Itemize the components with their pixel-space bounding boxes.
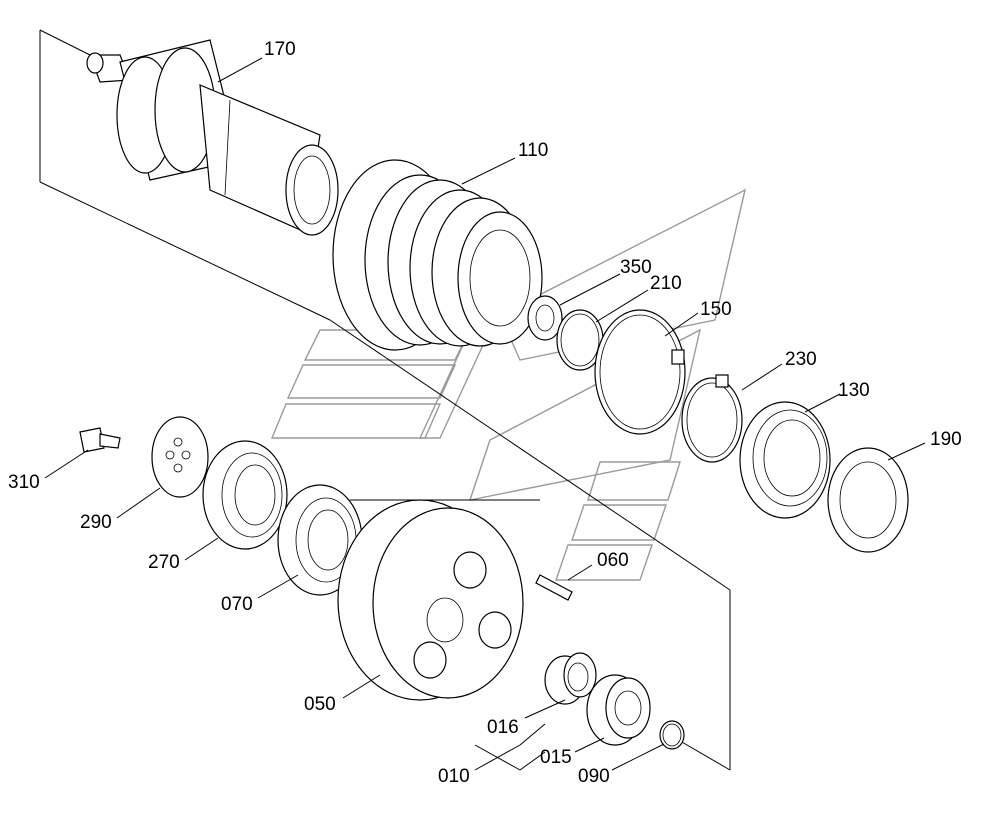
part-050-gear-carrier xyxy=(337,499,524,701)
part-170-splined-shaft xyxy=(86,39,339,236)
label-110: 110 xyxy=(518,140,548,161)
part-070-bearing xyxy=(277,484,363,596)
part-350-washer xyxy=(527,295,563,341)
part-016-needle-bearing xyxy=(544,652,597,705)
part-190-shim xyxy=(827,447,909,553)
label-016: 016 xyxy=(487,717,519,738)
label-190: 190 xyxy=(930,429,962,450)
label-050: 050 xyxy=(304,694,336,715)
label-150: 150 xyxy=(700,299,732,320)
assembly-frame-lines xyxy=(39,29,731,771)
part-230-snap-ring xyxy=(681,374,743,463)
label-130: 130 xyxy=(838,380,870,401)
label-290: 290 xyxy=(80,512,112,533)
label-350: 350 xyxy=(620,257,652,278)
label-060: 060 xyxy=(597,550,629,571)
part-090-circlip xyxy=(659,720,685,750)
label-010: 010 xyxy=(438,766,470,787)
part-310-bolt xyxy=(79,427,121,453)
part-110-clutch-drum xyxy=(332,159,543,351)
label-210: 210 xyxy=(650,273,682,294)
label-170: 170 xyxy=(264,39,296,60)
label-070: 070 xyxy=(221,594,253,615)
part-290-plate xyxy=(151,416,209,498)
label-270: 270 xyxy=(148,552,180,573)
label-310: 310 xyxy=(8,472,40,493)
part-060-pin xyxy=(535,574,573,601)
part-015-planet-gear xyxy=(586,674,651,746)
part-150-snap-ring xyxy=(594,309,686,435)
part-130-bearing xyxy=(739,401,831,519)
part-210-snap-ring xyxy=(556,309,604,371)
part-270-bearing xyxy=(202,440,288,550)
callout-labels: 170 110 350 210 150 230 130 190 310 290 … xyxy=(8,39,962,787)
label-230: 230 xyxy=(785,349,817,370)
label-015: 015 xyxy=(540,747,572,768)
leader-lines xyxy=(44,57,926,771)
label-090: 090 xyxy=(578,766,610,787)
